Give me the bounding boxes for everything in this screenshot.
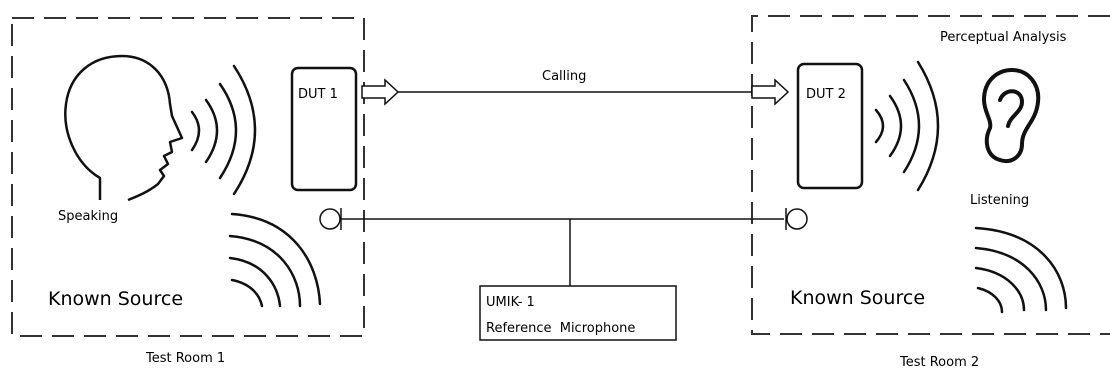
sound-waves-icon [874,60,940,192]
sound-waves-icon [190,64,257,196]
known-source-label-room-1: Known Source [48,288,183,310]
microphone-icon [319,208,341,230]
dut-1-device [290,66,358,192]
sound-waves-icon [974,226,1068,314]
test-room-1-boundary [11,17,365,337]
perceptual-analysis-label: Perceptual Analysis [940,30,1067,45]
speaking-head-icon [64,54,184,202]
speaking-label: Speaking [58,209,118,224]
microphone-name: UMIK- 1 [486,295,535,310]
listening-label: Listening [970,193,1029,208]
test-room-2-label: Test Room 2 [899,355,979,370]
calling-arrow-start [361,78,400,106]
test-room-2-boundary [751,15,1110,335]
ear-icon [981,67,1041,163]
sound-waves-icon [228,212,322,308]
calling-arrow-end [751,78,790,106]
microphone-icon [786,208,808,230]
dut-2-label: DUT 2 [806,87,846,102]
known-source-label-room-2: Known Source [790,287,925,309]
dut-2-device [796,62,864,190]
reference-microphone-box [479,285,677,341]
dut-1-label: DUT 1 [298,87,338,102]
calling-label: Calling [542,69,586,84]
test-room-1-label: Test Room 1 [145,351,225,366]
microphone-description: Reference Microphone [486,321,635,336]
